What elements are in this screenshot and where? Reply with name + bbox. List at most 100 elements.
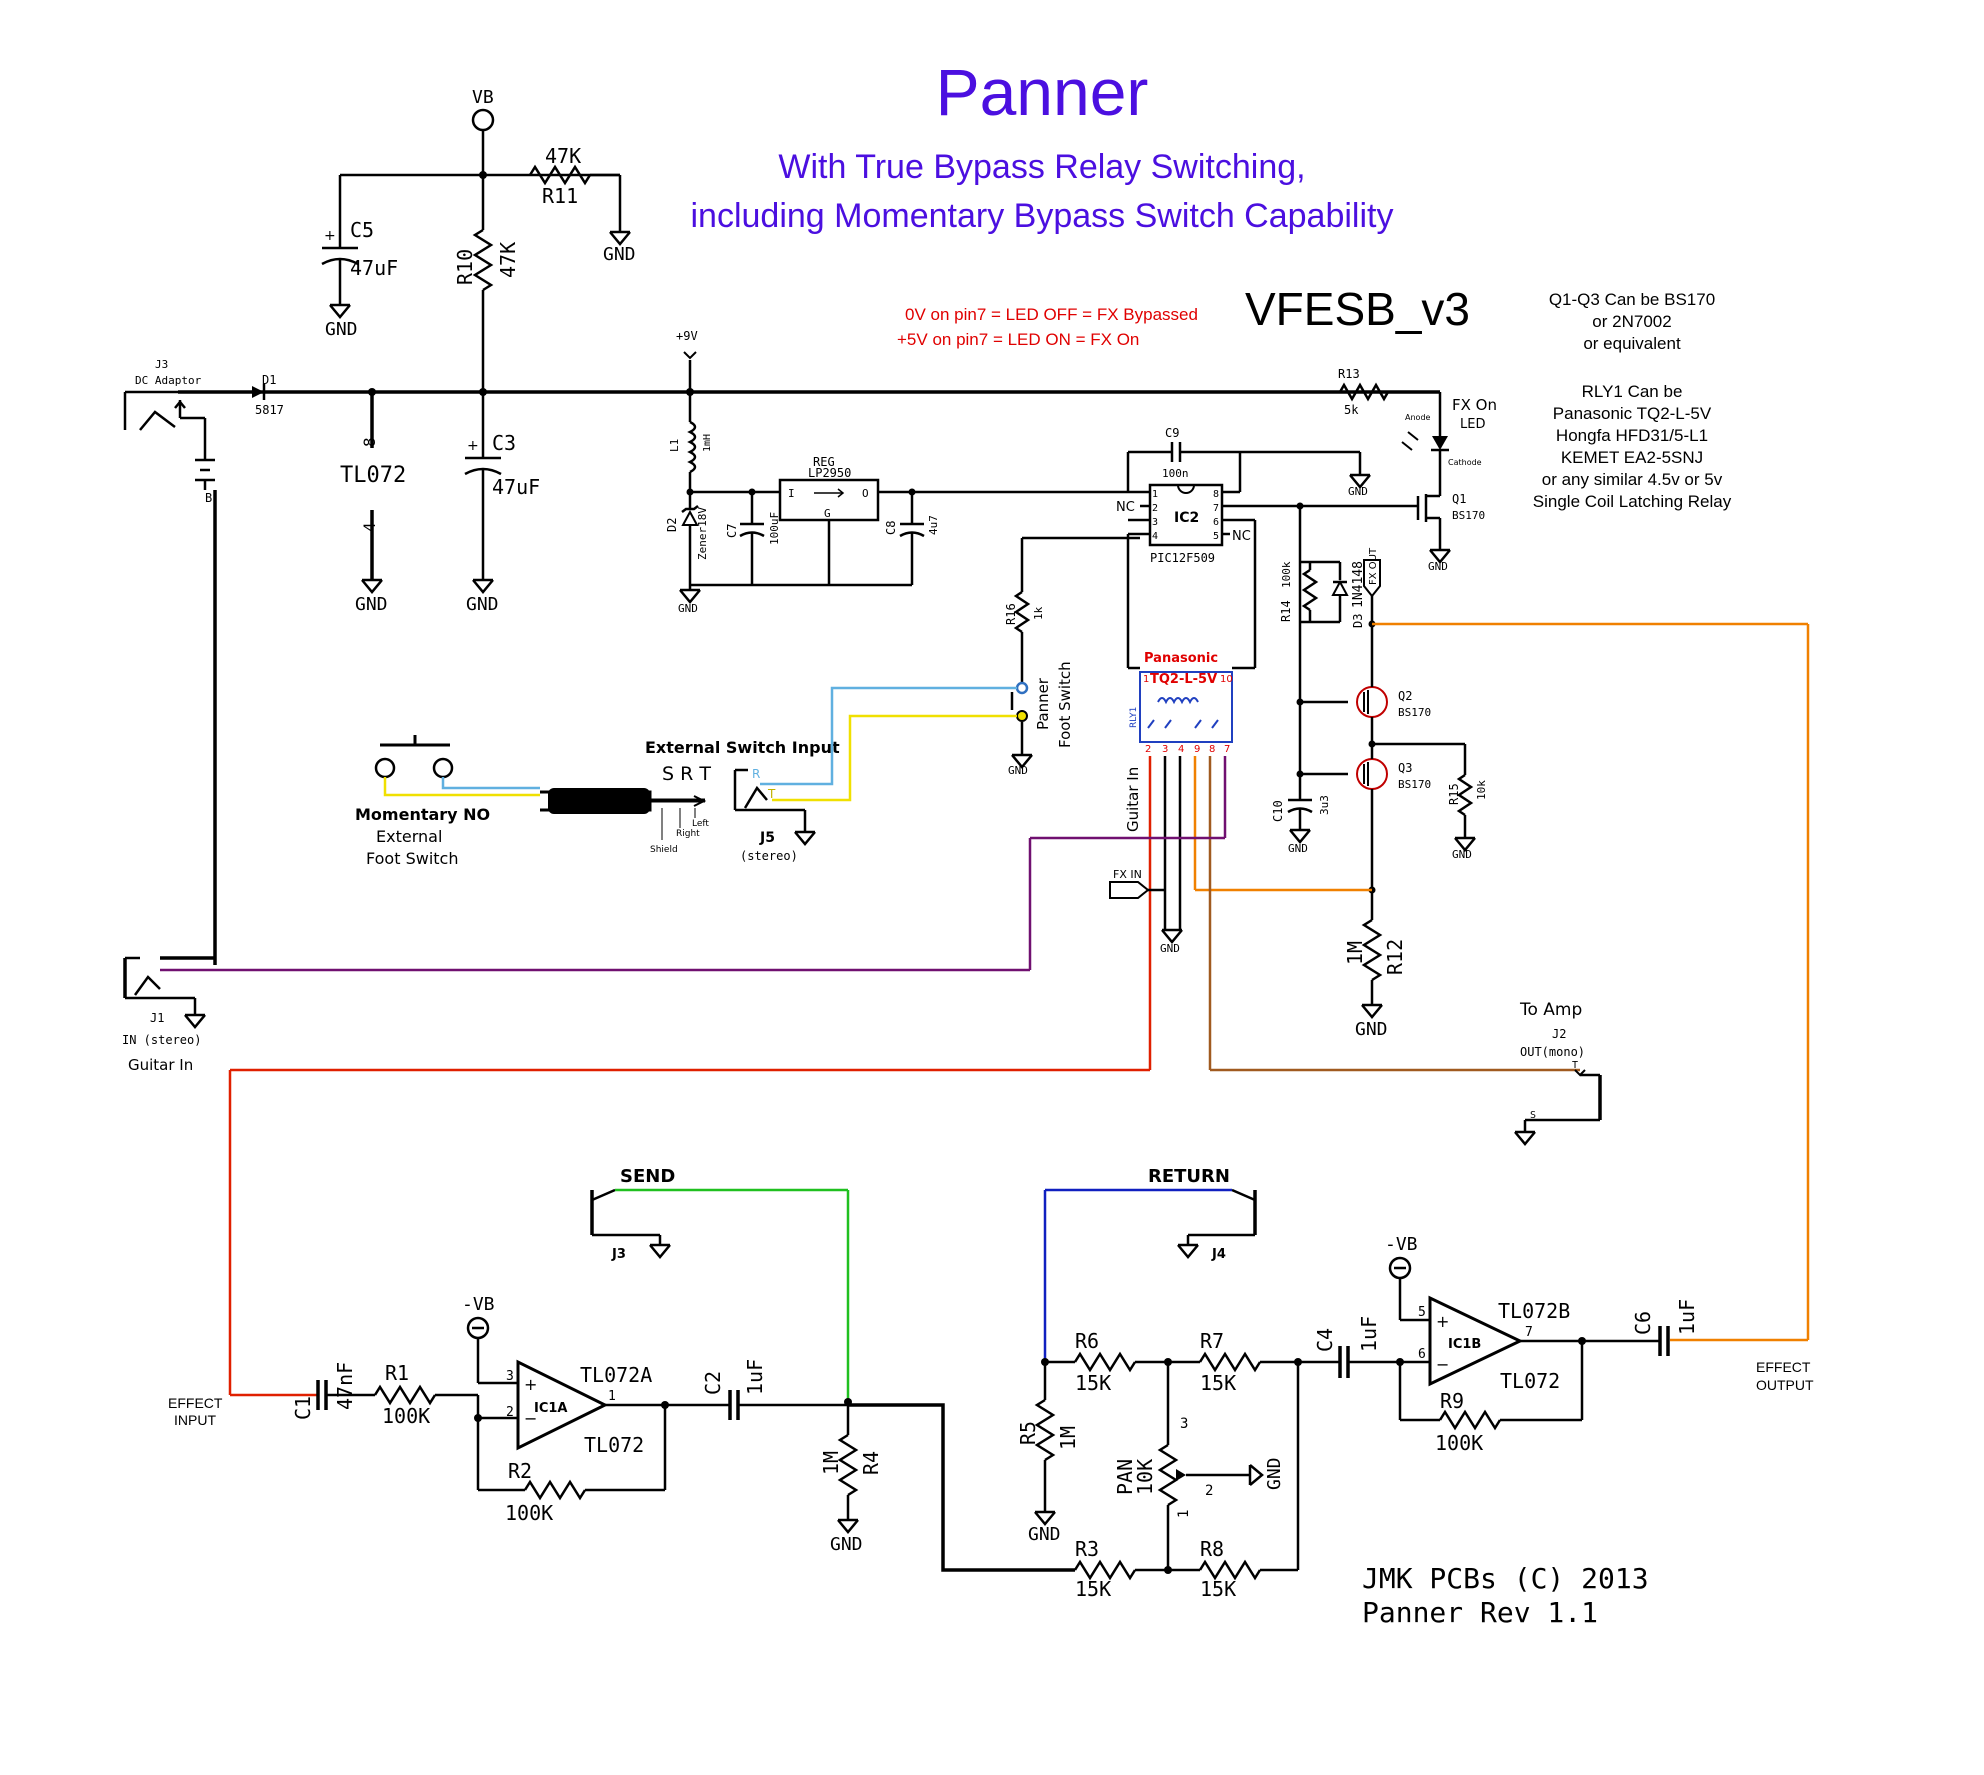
gnd-label: GND [1028,1524,1061,1545]
ic1b-opamp [1428,1295,1524,1387]
ic1a-minus: − [524,1409,537,1428]
version-label: VFESB_v3 [1245,283,1470,335]
q2-value: BS170 [1398,706,1431,719]
r5-label: R5 [1016,1421,1040,1445]
r12-value: 1M [1343,941,1367,965]
r5-value: 1M [1056,1426,1080,1450]
tl072a-label: TL072A [580,1363,652,1387]
c8-label: C8 [884,521,898,535]
c7-value: 100uF [768,512,781,545]
ic1b-label: IC1B [1448,1337,1481,1352]
q1-value: BS170 [1452,509,1485,522]
fx-in-label: FX IN [1113,868,1142,881]
switch-contact [374,757,396,779]
r14-label: R14 [1279,600,1293,622]
ic1a-pin2: 2 [506,1405,514,1420]
r13-value: 5k [1344,403,1359,417]
subtitle-line-1: With True Bypass Relay Switching, [778,148,1305,186]
ic1a-pin1: 1 [608,1389,616,1404]
r8-value: 15K [1200,1577,1236,1601]
d2-label: D2 [665,518,679,532]
ic2-pin: 5 [1213,531,1219,542]
effect-input-2: INPUT [174,1412,216,1428]
trs-plug [548,788,650,814]
c5-label: C5 [350,218,374,242]
r8-label: R8 [1200,1537,1224,1561]
io-jacks: J1 IN (stereo) Guitar In To Amp J2 OUT(m… [122,956,1602,1146]
tl072b-label: TL072B [1498,1299,1570,1323]
pin7-note-2: +5V on pin7 = LED ON = FX On [897,330,1139,349]
right-label: Right [676,829,700,839]
ic2-pin: 3 [1152,517,1158,528]
note-line: or 2N7002 [1592,312,1671,331]
d2-value: Zener18V [696,507,709,560]
external-switch-label: External Switch Input [645,738,840,757]
r6-value: 15K [1075,1371,1111,1395]
ic1a-plus: + [524,1375,537,1394]
tl072-pin4: 4 [360,522,379,532]
ic2-pin: 4 [1152,531,1158,542]
anode-label: Anode [1405,413,1431,422]
d1-label: D1 [262,373,276,387]
relay-rly1: Panasonic TQ2-L-5V RLY1 1 10 2 3 4 9 8 7… [160,622,1810,1397]
effect-output-1: EFFECT [1756,1359,1811,1375]
c6-label: C6 [1631,1311,1655,1335]
reg-o: O [862,487,869,500]
r15-value: 10k [1475,780,1488,800]
j1-sub: IN (stereo) [122,1033,201,1047]
footer-copyright: JMK PCBs (C) 2013 [1362,1562,1649,1595]
effect-input-1: EFFECT [168,1395,223,1411]
q3-label: Q3 [1398,761,1412,775]
relay-pin: 9 [1194,744,1200,755]
gnd-label: GND [1348,485,1368,498]
r1-label: R1 [385,1361,409,1385]
r11-value: 47K [545,144,581,168]
gnd-label: GND [1008,764,1028,777]
fx-on-label: FX On [1452,396,1497,414]
r4-label: R4 [859,1451,883,1475]
q3-value: BS170 [1398,778,1431,791]
gnd-label: GND [325,319,358,340]
send-label: SEND [620,1166,675,1187]
tl072-label: TL072 [1500,1369,1560,1393]
r9-value: 100K [1435,1431,1483,1455]
gnd-label: GND [466,594,499,615]
note-line: KEMET EA2-5SNJ [1561,448,1703,467]
gnd-label: GND [1160,942,1180,955]
shield-label: Shield [650,845,678,855]
tl072-label: TL072 [584,1433,644,1457]
cathode-label: Cathode [1448,458,1482,467]
c7-label: C7 [725,524,739,538]
ic2-value: PIC12F509 [1150,551,1215,565]
gnd-label: GND [1264,1457,1285,1490]
panner-fs-label: Panner [1034,677,1052,730]
gnd-label: GND [1288,842,1308,855]
fx-in-port [1109,881,1150,899]
note-line: Q1-Q3 Can be BS170 [1549,290,1715,309]
c1-label: C1 [291,1396,315,1420]
r10-value: 47K [496,242,520,278]
gnd-label: GND [1428,560,1448,573]
r15-label: R15 [1447,783,1461,805]
q2-label: Q2 [1398,689,1412,703]
j5-label: J5 [759,830,775,846]
r12-label: R12 [1383,939,1407,975]
c6-value: 1uF [1675,1299,1699,1335]
r9-label: R9 [1440,1389,1464,1413]
c9-value: 100n [1162,467,1189,480]
page-title: Panner [936,55,1149,129]
send-return: SEND J3 RETURN J4 [590,1166,1257,1402]
r1-value: 100K [382,1404,430,1428]
ic1b-pin6: 6 [1418,1347,1426,1362]
r10-label: R10 [453,249,477,285]
led-label: LED [1460,417,1485,432]
c2-label: C2 [701,1371,725,1395]
ic2-label: IC2 [1174,510,1199,526]
note-line: Hongfa HFD31/5-L1 [1556,426,1708,445]
tl072-pin8: 8 [360,437,379,447]
srt-label: S R T [662,763,711,785]
guitar-in-label: Guitar In [128,1056,193,1074]
j5-sub: (stereo) [740,849,798,863]
pot-pin-3: 3 [1180,1416,1188,1432]
vb-terminal [471,108,495,132]
